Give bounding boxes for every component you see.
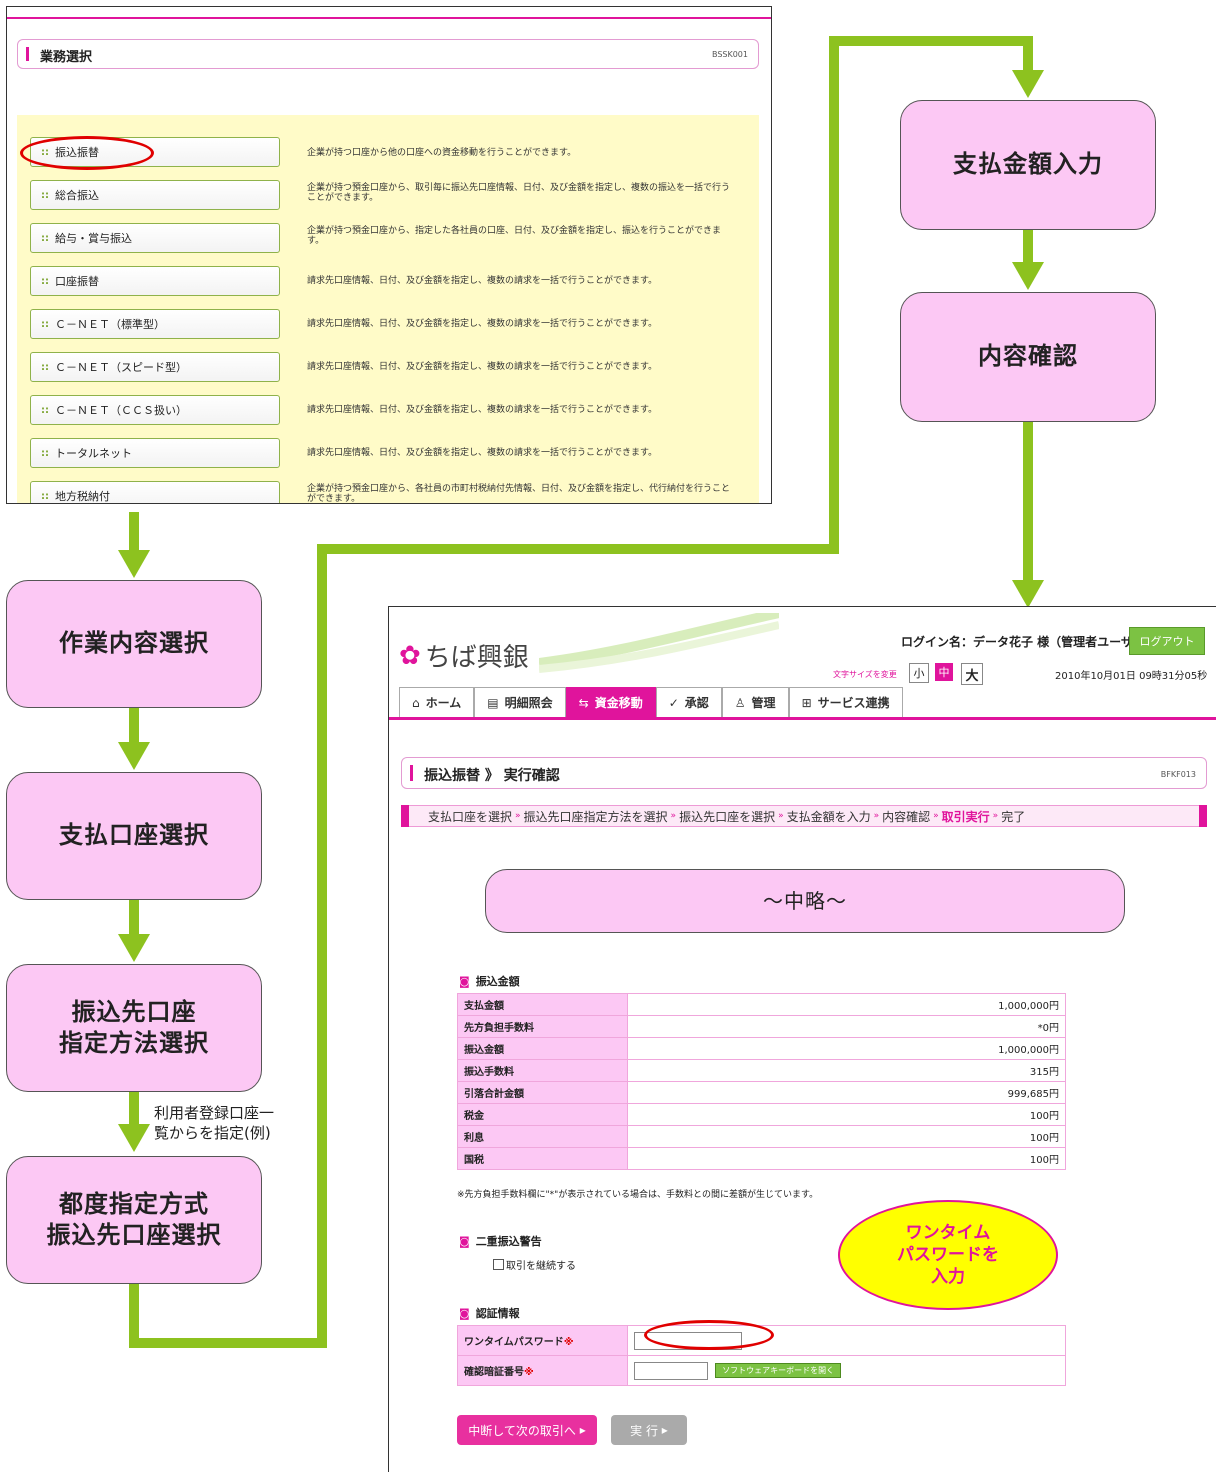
checkbox-icon[interactable] — [493, 1259, 504, 1270]
document-icon: ▤ — [487, 695, 499, 710]
page-title-bar: 振込振替 》 実行確認 BFKF013 — [401, 757, 1207, 789]
confirm-pin-input[interactable] — [634, 1361, 708, 1380]
flow-step-payee-account: 都度指定方式 振込先口座選択 — [6, 1156, 262, 1284]
link-icon: ⊞ — [801, 695, 812, 710]
software-keyboard-button[interactable]: ソフトウェアキーボードを開く — [715, 1363, 842, 1378]
flow-step-task-select: 作業内容選択 — [6, 580, 262, 708]
nav-underline — [389, 717, 1216, 720]
menu-desc: 企業が持つ預金口座から、指定した各社員の口座、日付、及び金額を指定し、振込を行う… — [307, 226, 722, 247]
table-row: 先方負担手数料*0円 — [457, 1015, 1066, 1038]
menu-button-bulk-transfer[interactable]: ::総合振込 — [30, 180, 280, 210]
flow-step-confirm: 内容確認 — [900, 292, 1156, 422]
section-duplicate-warning: ◙二重振込警告 — [459, 1235, 542, 1248]
section-transfer-amount: ◙振込金額 — [459, 975, 520, 988]
current-datetime: 2010年10月01日 09時31分05秒 — [1055, 671, 1208, 682]
highlight-ellipse — [644, 1320, 774, 1350]
page-title: 振込振替 》 実行確認 — [424, 768, 560, 784]
execute-confirm-screenshot: ✿ ちば興銀 ログイン名：データ花子 様（管理者ユーザ） ログアウト 文字サイズ… — [388, 606, 1216, 1472]
step-4: 支払金額を入力 — [786, 809, 871, 824]
flow-step-payment-account: 支払口座選択 — [6, 772, 262, 900]
menu-desc: 請求先口座情報、日付、及び金額を指定し、複数の請求を一括で行うことができます。 — [307, 362, 658, 372]
menu-desc: 企業が持つ口座から他の口座への資金移動を行うことができます。 — [307, 148, 577, 158]
menu-area: ::振込振替 企業が持つ口座から他の口座への資金移動を行うことができます。 ::… — [17, 115, 759, 504]
nav-fund-transfer[interactable]: ⇆資金移動 — [565, 687, 656, 717]
menu-desc: 請求先口座情報、日付、及び金額を指定し、複数の請求を一括で行うことができます。 — [307, 319, 658, 329]
continue-checkbox[interactable]: 取引を継続する — [493, 1257, 576, 1272]
home-icon: ⌂ — [412, 695, 420, 710]
menu-button-account-transfer[interactable]: ::口座振替 — [30, 266, 280, 296]
login-name: ログイン名：データ花子 様（管理者ユーザ） — [901, 635, 1145, 649]
menu-button-cnet-speed[interactable]: ::Ｃ－ＮＥＴ（スピード型） — [30, 352, 280, 382]
table-row: 確認暗証番号※ ソフトウェアキーボードを開く — [457, 1355, 1066, 1386]
flow-note: 利用者登録口座一 覧からを指定(例) — [154, 1104, 275, 1142]
section-auth-info: ◙認証情報 — [459, 1307, 520, 1320]
screen-code: BFKF013 — [1160, 770, 1196, 779]
step-5: 内容確認 — [882, 809, 931, 824]
step-7: 完了 — [1001, 809, 1026, 824]
screen-code: BSSK001 — [711, 50, 748, 59]
bank-logo: ✿ ちば興銀 — [399, 640, 529, 674]
swoosh-decoration — [539, 613, 779, 673]
interrupt-button[interactable]: 中断して次の取引へ ▸ — [457, 1415, 597, 1445]
highlight-ellipse — [20, 136, 154, 170]
flower-icon: ✿ — [399, 640, 421, 671]
step-breadcrumb: 支払口座を選択» 振込先口座指定方法を選択» 振込先口座を選択» 支払金額を入力… — [401, 805, 1207, 827]
font-size-small[interactable]: 小 — [909, 663, 929, 683]
nav-statements[interactable]: ▤明細照会 — [474, 687, 566, 717]
amount-note: ※先方負担手数料欄に"*"が表示されている場合は、手数料との間に差額が生じていま… — [457, 1190, 819, 1200]
menu-desc: 企業が持つ預金口座から、取引毎に振込先口座情報、日付、及び金額を指定し、複数の振… — [307, 183, 731, 204]
menu-desc: 請求先口座情報、日付、及び金額を指定し、複数の請求を一括で行うことができます。 — [307, 276, 658, 286]
header-bar — [7, 7, 771, 19]
flow-step-amount-input: 支払金額入力 — [900, 100, 1156, 230]
menu-button-salary-transfer[interactable]: ::給与・賞与振込 — [30, 223, 280, 253]
menu-button-local-tax[interactable]: ::地方税納付 — [30, 481, 280, 503]
page-title: 業務選択 — [40, 50, 93, 65]
flow-step-payee-method: 振込先口座 指定方法選択 — [6, 964, 262, 1092]
step-2: 振込先口座指定方法を選択 — [523, 809, 668, 824]
page-title-bar: 業務選択 BSSK001 — [17, 39, 759, 69]
step-1: 支払口座を選択 — [428, 809, 513, 824]
nav-home[interactable]: ⌂ホーム — [399, 687, 475, 717]
transfer-icon: ⇆ — [578, 695, 589, 710]
step-3: 振込先口座を選択 — [679, 809, 776, 824]
main-nav: ⌂ホーム ▤明細照会 ⇆資金移動 ✓承認 ♙管理 ⊞サービス連携 — [399, 687, 903, 719]
execute-button[interactable]: 実 行 ▸ — [611, 1415, 687, 1445]
business-select-screenshot: 業務選択 BSSK001 ::振込振替 企業が持つ口座から他の口座への資金移動を… — [6, 6, 772, 504]
check-icon: ✓ — [668, 695, 679, 710]
font-size-large[interactable]: 大 — [961, 663, 983, 685]
step-current: 取引実行 — [941, 809, 990, 824]
font-size-label: 文字サイズを変更 — [833, 670, 897, 679]
menu-button-cnet-standard[interactable]: ::Ｃ－ＮＥＴ（標準型） — [30, 309, 280, 339]
nav-approval[interactable]: ✓承認 — [655, 687, 722, 717]
user-icon: ♙ — [734, 695, 746, 710]
omitted-label: ～中略～ — [485, 869, 1125, 933]
callout-onetime-password: ワンタイム パスワードを 入力 — [838, 1200, 1058, 1310]
menu-button-cnet-ccs[interactable]: ::Ｃ－ＮＥＴ（ＣＣＳ扱い） — [30, 395, 280, 425]
logout-button[interactable]: ログアウト — [1129, 627, 1205, 655]
menu-desc: 企業が持つ預金口座から、各社員の市町村税納付先情報、日付、及び金額を指定し、代行… — [307, 484, 731, 504]
menu-desc: 請求先口座情報、日付、及び金額を指定し、複数の請求を一括で行うことができます。 — [307, 405, 658, 415]
font-size-medium[interactable]: 中 — [935, 663, 953, 681]
menu-desc: 請求先口座情報、日付、及び金額を指定し、複数の請求を一括で行うことができます。 — [307, 448, 658, 458]
nav-service-link[interactable]: ⊞サービス連携 — [788, 687, 903, 717]
menu-button-totalnet[interactable]: ::トータルネット — [30, 438, 280, 468]
nav-admin[interactable]: ♙管理 — [721, 687, 789, 717]
